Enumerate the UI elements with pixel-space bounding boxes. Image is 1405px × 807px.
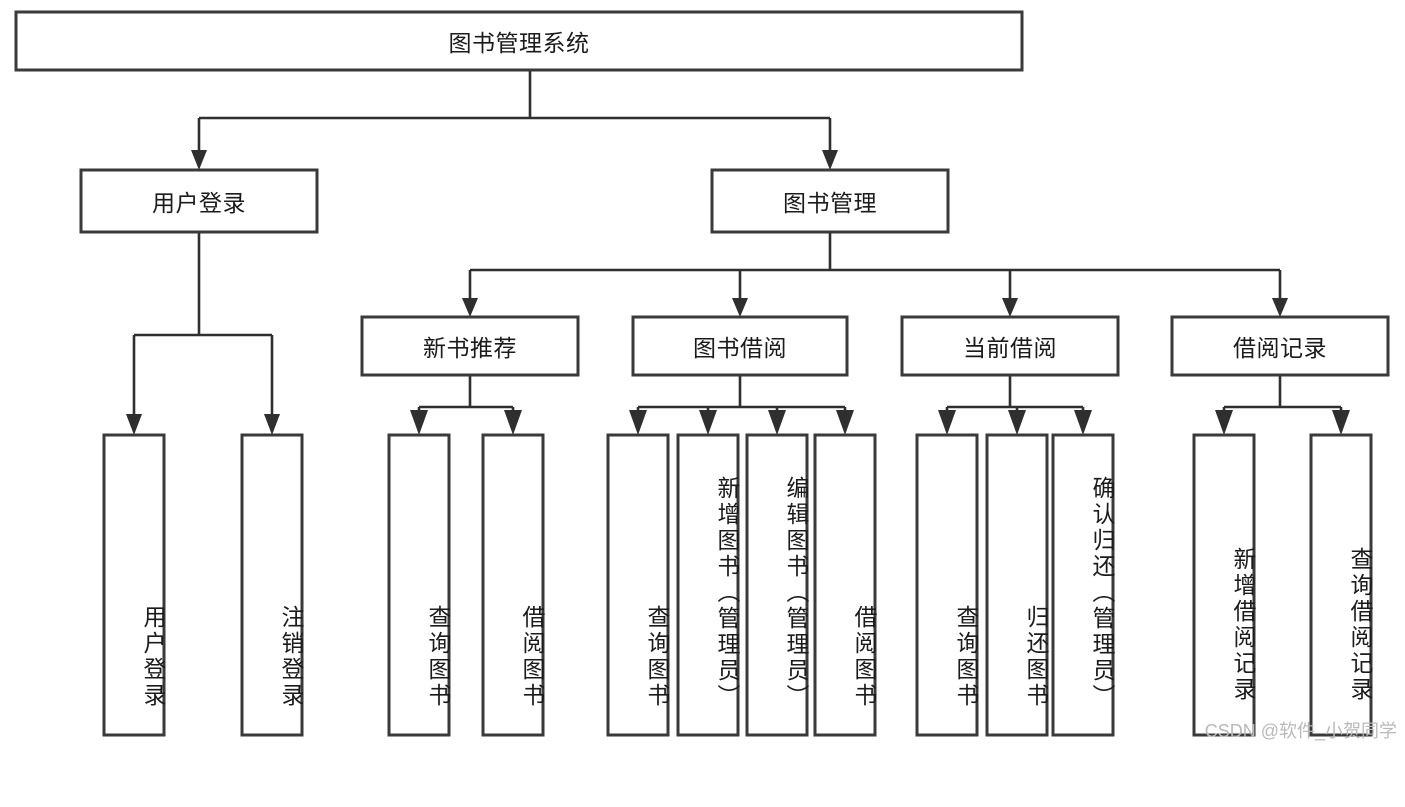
leaf-box-borrow-book-b[interactable] [813, 433, 877, 737]
arrow-head-book-borrow [732, 298, 748, 317]
arrow-head-leaf-query-record [1332, 410, 1350, 435]
arrow-head-leaf-borrow-book-a [504, 410, 522, 435]
arrow-head-leaf-confirm-return [1074, 410, 1092, 435]
leaf-box-query-book-b[interactable] [606, 433, 670, 737]
leaf-box-add-book[interactable] [676, 433, 740, 737]
leaf-box-add-record[interactable] [1192, 433, 1256, 737]
arrow-head-leaf-add-book [699, 410, 717, 435]
node-box-borrow-record[interactable] [1170, 315, 1390, 377]
arrow-head-leaf-query-book-b [629, 410, 647, 435]
leaf-box-user-logout[interactable] [240, 433, 304, 737]
leaf-box-borrow-book-a[interactable] [481, 433, 545, 737]
leaf-box-user-login[interactable] [102, 433, 166, 737]
node-box-layer [14, 10, 1390, 737]
diagram-canvas: 图书管理系统 用户登录 图书管理 新书推荐 图书借阅 当前借阅 借阅记录 用户登… [14, 10, 1397, 741]
arrow-head-book-manage [822, 150, 838, 170]
arrow-head-current-borrow [1002, 298, 1018, 317]
arrow-head-new-book-recommend [462, 298, 478, 317]
arrow-head-leaf-edit-book [768, 410, 786, 435]
arrow-head-leaf-query-book-c [938, 410, 956, 435]
leaf-box-query-book-c[interactable] [915, 433, 979, 737]
node-box-user-login[interactable] [79, 168, 319, 234]
leaf-box-confirm-return[interactable] [1051, 433, 1115, 737]
leaf-box-return-book[interactable] [985, 433, 1049, 737]
edge-bookborrow-trunk [636, 375, 847, 418]
edge-newbook-trunk [417, 375, 515, 418]
leaf-box-query-record[interactable] [1309, 433, 1373, 737]
node-box-book-borrow[interactable] [631, 315, 849, 377]
arrow-head-leaf-query-book-a [410, 410, 428, 435]
edge-bookmanage-trunk [468, 232, 1282, 300]
arrow-head-leaf-return-book [1008, 410, 1026, 435]
node-box-new-book-recommend[interactable] [360, 315, 580, 377]
arrow-head-user-login [191, 150, 207, 170]
edge-root-trunk [197, 70, 832, 152]
arrow-head-leaf-add-record [1215, 410, 1233, 435]
connector-layer [126, 70, 1350, 435]
node-box-book-manage[interactable] [710, 168, 950, 234]
leaf-box-edit-book[interactable] [745, 433, 809, 737]
arrow-head-leaf-user-logout [264, 414, 280, 435]
arrow-head-leaf-user-login [126, 414, 142, 435]
leaf-box-query-book-a[interactable] [387, 433, 451, 737]
diagram-svg [14, 10, 1390, 737]
arrow-head-leaf-borrow-book-b [836, 410, 854, 435]
arrow-head-borrow-record [1272, 298, 1288, 317]
edge-borrowrecord-trunk [1222, 375, 1343, 418]
edge-userlogin-trunk [132, 232, 274, 418]
node-box-root[interactable] [14, 10, 1024, 72]
node-box-current-borrow[interactable] [900, 315, 1120, 377]
